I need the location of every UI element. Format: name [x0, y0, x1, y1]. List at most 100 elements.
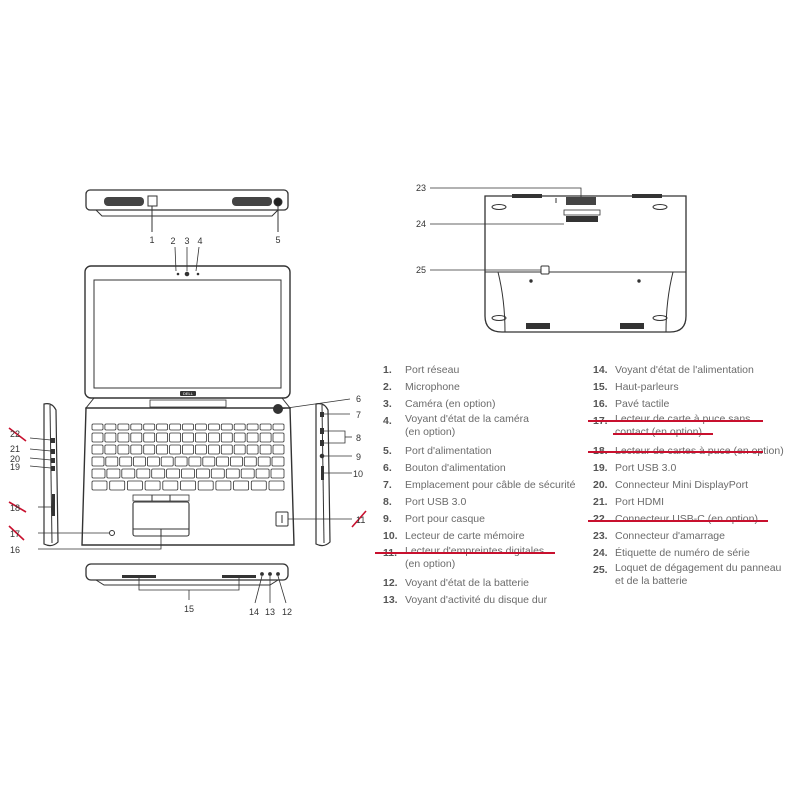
keyboard-key: [220, 432, 233, 443]
legend-item-4: 4.Voyant d'état de la caméra (en option): [383, 413, 530, 438]
camera-led-icon: [196, 272, 200, 276]
hdmi-port-icon: [51, 449, 55, 454]
keyboard-key: [259, 444, 272, 455]
strike-line-17a: [588, 420, 763, 422]
keyboard-key: [117, 432, 130, 443]
keyboard-key: [220, 423, 233, 431]
keyboard-key: [270, 468, 285, 479]
keyboard-key: [143, 432, 156, 443]
keyboard-key: [104, 444, 117, 455]
callout-18: 18: [10, 503, 20, 513]
keyboard-key: [162, 480, 179, 491]
laptop-front-edge-view: [85, 563, 289, 586]
keyboard-key: [117, 444, 130, 455]
release-latch-icon: [540, 265, 550, 275]
laptop-left-side-view: [43, 403, 59, 547]
docking-connector-icon: [566, 197, 596, 205]
keyboard-key: [151, 468, 166, 479]
keyboard-key: [91, 444, 104, 455]
keyboard-key: [272, 423, 285, 431]
usb-c-port-icon: [51, 438, 55, 443]
keyboard-key: [146, 456, 160, 467]
usb-3-port-left-icon: [51, 466, 55, 471]
keyboard-key: [246, 423, 259, 431]
keyboard-key: [230, 456, 243, 467]
keyboard: [91, 423, 285, 491]
keyboard-key: [117, 423, 130, 431]
keyboard-key: [156, 432, 169, 443]
callout-12: 12: [282, 607, 292, 617]
keyboard-key: [188, 456, 202, 467]
keyboard-key: [240, 468, 255, 479]
keyboard-key: [130, 432, 143, 443]
keyboard-key: [182, 423, 194, 431]
keyboard-key: [130, 423, 143, 431]
keyboard-key: [136, 468, 151, 479]
speaker-left-icon: [122, 575, 156, 578]
keyboard-key: [174, 456, 188, 467]
legend-item-8: 8.Port USB 3.0: [383, 496, 467, 508]
keyboard-key: [233, 432, 246, 443]
rear-vent-left: [104, 197, 144, 206]
keyboard-key: [215, 480, 232, 491]
keyboard-key: [194, 423, 207, 431]
legend-item-21: 21.Port HDMI: [593, 496, 665, 508]
keyboard-key: [130, 444, 143, 455]
strike-marks: [8, 427, 367, 541]
callout-2: 2: [170, 236, 175, 246]
hdd-activity-led-icon: [268, 572, 272, 576]
keyboard-key: [194, 444, 207, 455]
callout-14: 14: [249, 607, 259, 617]
strike-line-17b: [613, 433, 713, 435]
mini-displayport-icon: [51, 458, 55, 463]
rear-vent-right: [232, 197, 272, 206]
keyboard-key: [250, 480, 267, 491]
power-port-icon: [273, 197, 283, 207]
keyboard-key: [166, 468, 181, 479]
keyboard-key: [259, 423, 272, 431]
usb-3-port-right-1-icon: [320, 428, 324, 434]
legend-left-column: 1.Port réseau 2.Microphone 3.Caméra (en …: [375, 362, 583, 609]
legend-item-11: 11.Lecteur d'empreintes digitales (en op…: [375, 545, 583, 575]
keyboard-key: [225, 468, 240, 479]
legend-item-23: 23.Connecteur d'amarrage: [593, 530, 725, 542]
keyboard-key: [246, 432, 259, 443]
legend-item-12: 12.Voyant d'état de la batterie: [383, 577, 530, 589]
laptop-rear-view: [85, 189, 289, 217]
callout-22: 22: [10, 429, 20, 439]
microphone-icon: [176, 272, 180, 276]
keyboard-key: [160, 456, 174, 467]
keyboard-key: [195, 468, 210, 479]
callout-4: 4: [197, 236, 202, 246]
keyboard-key: [197, 480, 214, 491]
keyboard-key: [220, 444, 233, 455]
legend-item-19: 19.Port USB 3.0: [593, 462, 677, 474]
callout-8: 8: [356, 433, 361, 443]
callout-16: 16: [10, 545, 20, 555]
callout-6: 6: [356, 394, 361, 404]
keyboard-key: [144, 480, 161, 491]
legend-item-9: 9.Port pour casque: [383, 513, 485, 525]
legend-item-10: 10.Lecteur de carte mémoire: [383, 530, 525, 542]
keyboard-key: [255, 468, 270, 479]
keyboard-key: [207, 444, 220, 455]
legend-item-25: 25.Loquet de dégagement du panneau et de…: [593, 562, 782, 587]
keyboard-deck: [81, 407, 295, 546]
dell-logo: [180, 391, 196, 396]
memory-card-reader-icon: [321, 466, 324, 480]
keyboard-key: [91, 423, 104, 431]
keyboard-key: [259, 432, 272, 443]
callout-24: 24: [416, 219, 426, 229]
legend-item-14: 14.Voyant d'état de l'alimentation: [593, 364, 754, 376]
keyboard-key: [156, 423, 169, 431]
keyboard-key: [91, 480, 108, 491]
security-slot-icon: [320, 412, 324, 417]
legend-right-column: 14.Voyant d'état de l'alimentation 15.Ha…: [588, 362, 793, 592]
keyboard-key: [210, 468, 225, 479]
callout-11: 11: [356, 515, 365, 525]
service-tag-label: [563, 209, 601, 216]
keyboard-key: [156, 444, 169, 455]
dell-logo-text: DELL: [183, 391, 194, 396]
